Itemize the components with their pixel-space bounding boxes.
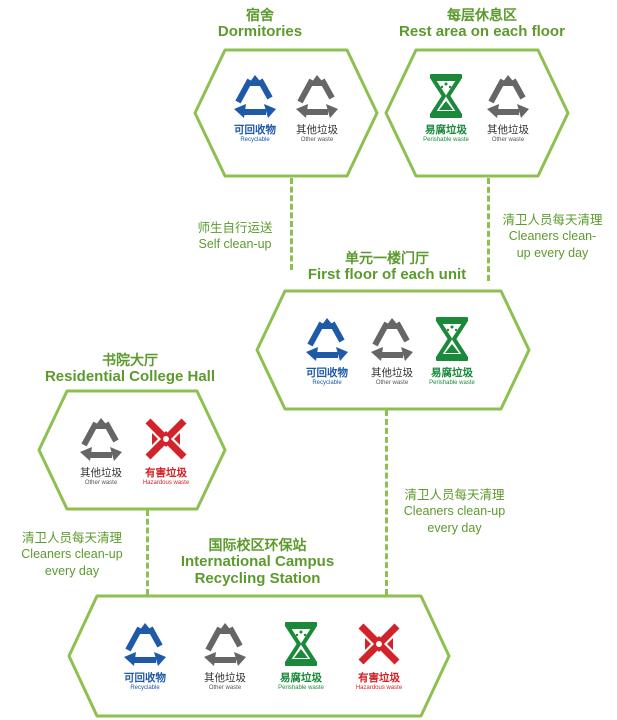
hazard-cross-icon (358, 623, 400, 665)
flow-note-self: 师生自行运送 Self clean-up (197, 221, 273, 252)
recycle-arrows-icon (204, 623, 246, 666)
hourglass-icon (285, 622, 317, 666)
recycle-arrows-icon (306, 318, 348, 361)
college-hall-title: 书院大厅 Residential College Hall (44, 352, 216, 386)
recycle-arrows-icon (296, 75, 338, 118)
hourglass-icon (430, 74, 462, 118)
unit-hall-title: 单元一楼门厅 First floor of each unit (307, 250, 467, 284)
station-title: 国际校区环保站 International Campus Recycling S… (180, 537, 335, 588)
recycle-arrows-icon (487, 75, 529, 118)
flow-note-cleaners-2: 清卫人员每天清理 Cleaners clean-up every day (403, 488, 506, 535)
hazard-cross-icon (145, 418, 187, 460)
flow-note-cleaners-1: 清卫人员每天清理 Cleaners clean- up every day (502, 213, 603, 260)
connector-rest-to-unit (487, 178, 490, 281)
dormitories-title: 宿舍 Dormitories (217, 7, 303, 41)
connector-dorm-to-unit (290, 178, 293, 270)
recycle-arrows-icon (124, 623, 166, 666)
connector-hall-to-station (146, 510, 149, 595)
recycle-arrows-icon (371, 318, 413, 361)
recycle-arrows-icon (80, 418, 122, 461)
rest-area-title: 每层休息区 Rest area on each floor (399, 7, 565, 41)
hourglass-icon (436, 317, 468, 361)
connector-unit-to-station (385, 410, 388, 595)
flow-note-cleaners-3: 清卫人员每天清理 Cleaners clean-up every day (21, 531, 123, 578)
recycle-arrows-icon (234, 75, 276, 118)
